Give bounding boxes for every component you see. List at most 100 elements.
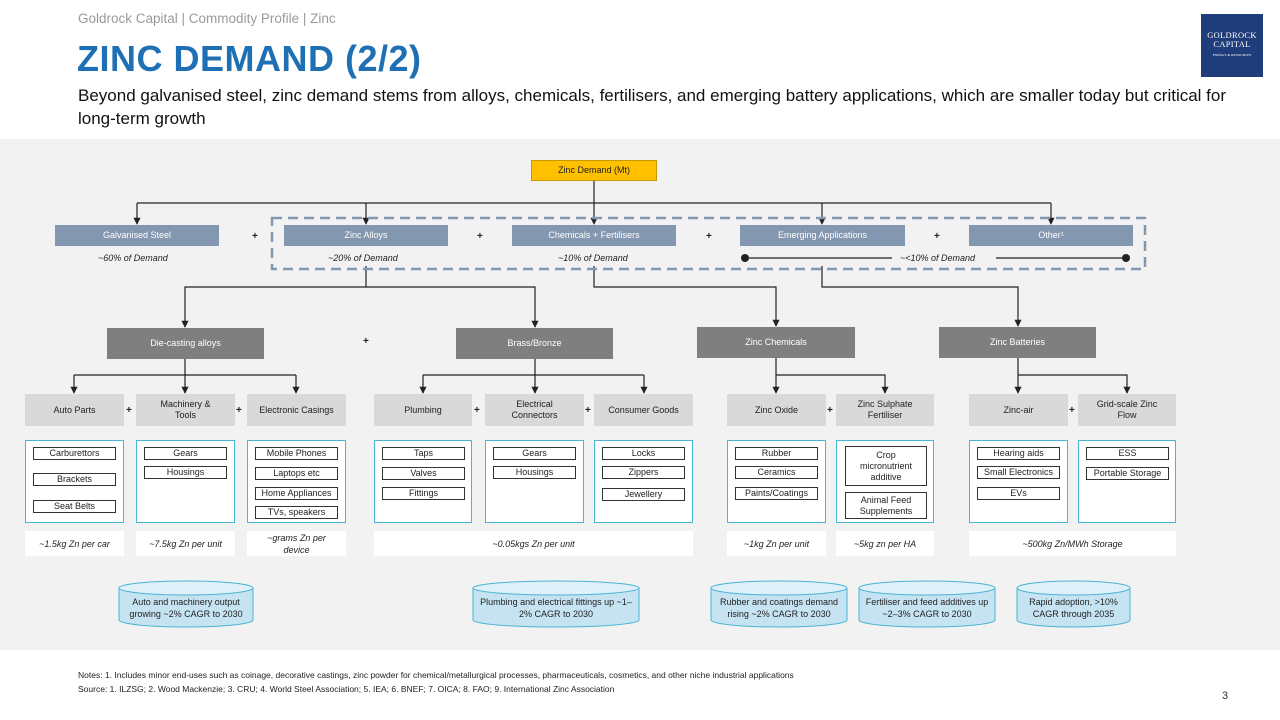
plus-sign: +	[126, 405, 132, 416]
share-zinc-alloys: ~20% of Demand	[328, 253, 398, 263]
items-group-plumbing: Taps Valves Fittings	[374, 440, 472, 523]
node-auto-parts: Auto Parts	[25, 394, 124, 426]
node-zinc-batteries: Zinc Batteries	[939, 327, 1096, 358]
node-plumbing: Plumbing	[374, 394, 472, 426]
node-grid-scale-zinc-flow: Grid-scale Zinc Flow	[1078, 394, 1176, 426]
outlook-die-casting: Auto and machinery output growing ~2% CA…	[118, 580, 254, 628]
items-group-zinc-sulphate: Crop micronutrient additive Animal Feed …	[836, 440, 934, 523]
items-group-electronic-casings: Mobile Phones Laptops etc Home Appliance…	[247, 440, 346, 523]
list-item: Rubber	[735, 447, 818, 460]
outlook-text: Auto and machinery output growing ~2% CA…	[129, 597, 243, 619]
node-machinery-tools: Machinery & Tools	[136, 394, 235, 426]
metric-machinery-tools: ~7.5kg Zn per unit	[136, 531, 235, 556]
list-item: Brackets	[33, 473, 116, 486]
outlook-text: Rapid adoption, >10% CAGR through 2035	[1029, 597, 1118, 619]
items-group-electrical-connectors: Gears Housings	[485, 440, 584, 523]
list-item: Gears	[144, 447, 227, 460]
share-chemicals-fertilisers: ~10% of Demand	[558, 253, 628, 263]
list-item: Mobile Phones	[255, 447, 338, 460]
list-item: Valves	[382, 467, 465, 480]
list-item: Ceramics	[735, 466, 818, 479]
source-line: Source: 1. ILZSG; 2. Wood Mackenzie; 3. …	[78, 684, 615, 694]
outlook-zinc-batteries: Rapid adoption, >10% CAGR through 2035	[1016, 580, 1131, 628]
items-group-grid-scale: ESS Portable Storage	[1078, 440, 1176, 523]
bar-endpoint-left	[741, 254, 749, 262]
share-emerging-other: ~<10% of Demand	[900, 253, 976, 263]
metric-brass-bronze: ~0.05kgs Zn per unit	[374, 531, 693, 556]
list-item: Zippers	[602, 466, 685, 479]
outlook-text: Plumbing and electrical fittings up ~1–2…	[480, 597, 632, 619]
list-item: EVs	[977, 487, 1060, 500]
items-group-machinery-tools: Gears Housings	[136, 440, 235, 523]
metric-zinc-sulphate: ~5kg zn per HA	[836, 531, 934, 556]
page-title: ZINC DEMAND (2/2)	[77, 38, 422, 79]
plus-sign: +	[474, 405, 480, 416]
node-other: Other¹	[969, 225, 1133, 246]
list-item: Crop micronutrient additive	[845, 446, 927, 486]
node-chemicals-fertilisers: Chemicals + Fertilisers	[512, 225, 676, 246]
list-item: Laptops etc	[255, 467, 338, 480]
items-group-zinc-air: Hearing aids Small Electronics EVs	[969, 440, 1068, 523]
metric-electronic-casings: ~grams Zn per device	[247, 531, 346, 556]
list-item: Home Appliances	[255, 487, 338, 500]
outlook-zinc-sulphate: Fertiliser and feed additives up ~2–3% C…	[858, 580, 996, 628]
bar-endpoint-right	[1122, 254, 1130, 262]
root-zinc-demand: Zinc Demand (Mt)	[531, 160, 657, 181]
node-die-casting-alloys: Die-casting alloys	[107, 328, 264, 359]
list-item: Jewellery	[602, 488, 685, 501]
node-zinc-alloys: Zinc Alloys	[284, 225, 448, 246]
plus-sign: +	[363, 336, 369, 347]
metric-zinc-batteries: ~500kg Zn/MWh Storage	[969, 531, 1176, 556]
page-number: 3	[1222, 690, 1229, 702]
node-consumer-goods: Consumer Goods	[594, 394, 693, 426]
node-brass-bronze: Brass/Bronze	[456, 328, 613, 359]
list-item: TVs, speakers	[255, 506, 338, 519]
logo-line-2: CAPITAL	[1213, 39, 1251, 49]
share-galvanised-steel: ~60% of Demand	[98, 253, 168, 263]
outlook-text: Fertiliser and feed additives up ~2–3% C…	[865, 597, 989, 619]
page-subtitle: Beyond galvanised steel, zinc demand ste…	[78, 86, 1227, 128]
company-logo: GOLDROCK CAPITAL ENERGY & RESOURCES	[1201, 14, 1263, 77]
logo-line-3: ENERGY & RESOURCES	[1212, 53, 1252, 57]
outlook-text: Rubber and coatings demand rising ~2% CA…	[719, 597, 839, 619]
list-item: Locks	[602, 447, 685, 460]
node-zinc-sulphate-fertiliser: Zinc Sulphate Fertiliser	[836, 394, 934, 426]
outlook-brass-bronze: Plumbing and electrical fittings up ~1–2…	[472, 580, 640, 628]
node-zinc-air: Zinc-air	[969, 394, 1068, 426]
plus-sign: +	[585, 405, 591, 416]
list-item: Fittings	[382, 487, 465, 500]
items-group-auto-parts: Carburettors Brackets Seat Belts	[25, 440, 124, 523]
list-item: Animal Feed Supplements	[845, 492, 927, 519]
list-item: Housings	[144, 466, 227, 479]
notes-line: Notes: 1. Includes minor end-uses such a…	[78, 670, 794, 680]
plus-sign: +	[252, 231, 258, 242]
plus-sign: +	[827, 405, 833, 416]
node-zinc-chemicals: Zinc Chemicals	[697, 327, 855, 358]
node-electrical-connectors: Electrical Connectors	[485, 394, 584, 426]
list-item: Gears	[493, 447, 576, 460]
logo-line-1: GOLDROCK	[1207, 30, 1257, 40]
footnotes: Notes: 1. Includes minor end-uses such a…	[78, 668, 794, 696]
node-galvanised-steel: Galvanised Steel	[55, 225, 219, 246]
list-item: Hearing aids	[977, 447, 1060, 460]
plus-sign: +	[1069, 405, 1075, 416]
node-zinc-oxide: Zinc Oxide	[727, 394, 826, 426]
list-item: Seat Belts	[33, 500, 116, 513]
list-item: Carburettors	[33, 447, 116, 460]
breadcrumb: Goldrock Capital | Commodity Profile | Z…	[78, 11, 336, 26]
list-item: Housings	[493, 466, 576, 479]
items-group-zinc-oxide: Rubber Ceramics Paints/Coatings	[727, 440, 826, 523]
plus-sign: +	[706, 231, 712, 242]
list-item: ESS	[1086, 447, 1169, 460]
non-steel-dashed-frame	[270, 216, 1147, 271]
node-electronic-casings: Electronic Casings	[247, 394, 346, 426]
plus-sign: +	[236, 405, 242, 416]
list-item: Taps	[382, 447, 465, 460]
items-group-consumer-goods: Locks Zippers Jewellery	[594, 440, 693, 523]
list-item: Paints/Coatings	[735, 487, 818, 500]
outlook-zinc-oxide: Rubber and coatings demand rising ~2% CA…	[710, 580, 848, 628]
plus-sign: +	[934, 231, 940, 242]
metric-auto-parts: ~1.5kg Zn per car	[25, 531, 124, 556]
list-item: Portable Storage	[1086, 467, 1169, 480]
